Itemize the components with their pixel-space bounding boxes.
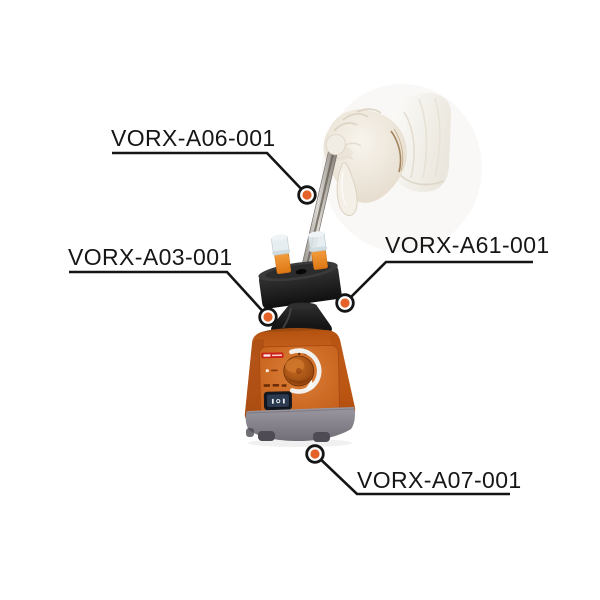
callout-line-vorx-a07 — [314, 453, 510, 496]
dial-pointer-triangle — [305, 379, 315, 389]
mixer-body — [244, 328, 356, 423]
part-number: VORX-A03-001 — [68, 244, 233, 270]
callout-label-vorx-a06: VORX-A06-001 — [111, 127, 276, 150]
callout-line-vorx-a06 — [112, 151, 308, 196]
min-max-marks — [263, 383, 287, 387]
callout-label-vorx-a03: VORX-A03-001 — [68, 246, 233, 269]
foam-tube-holder — [258, 231, 342, 309]
knob-scale-arc — [289, 348, 322, 394]
part-number: VORX-A06-001 — [111, 125, 276, 151]
test-tube-right — [307, 231, 328, 270]
glove-cuff-edge — [390, 130, 402, 173]
glove-fingertip — [325, 134, 346, 156]
power-led — [265, 369, 278, 373]
mixer-base — [245, 407, 355, 447]
test-tube-left — [271, 234, 292, 275]
callout-label-vorx-a07: VORX-A07-001 — [357, 469, 522, 492]
callout-dot-vorx-a03 — [258, 307, 278, 327]
callout-line-vorx-a03 — [69, 270, 269, 318]
part-number: VORX-A61-001 — [385, 232, 550, 258]
part-number: VORX-A07-001 — [357, 467, 522, 493]
callout-dot-vorx-a61 — [335, 293, 355, 313]
rod-hole — [295, 269, 307, 275]
callout-dot-vorx-a06 — [297, 185, 317, 205]
callout-line-vorx-a61 — [344, 260, 533, 304]
speed-knob[interactable] — [283, 355, 315, 387]
base-feet — [246, 428, 330, 442]
power-switch[interactable] — [263, 391, 293, 411]
callout-dot-vorx-a07 — [305, 444, 325, 464]
callout-label-vorx-a61: VORX-A61-001 — [385, 234, 550, 257]
brand-label — [261, 352, 284, 359]
